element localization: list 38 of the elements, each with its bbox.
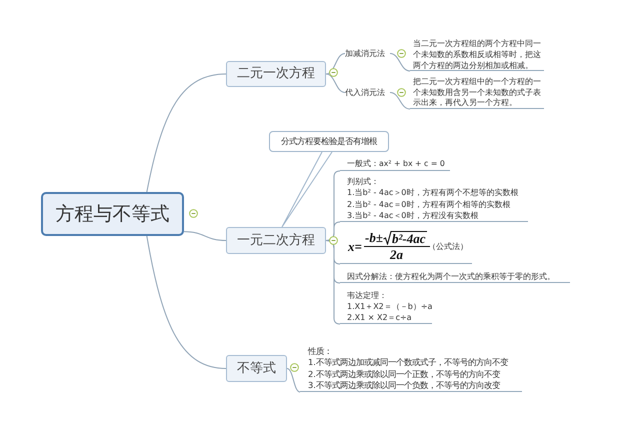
- list-item: 1.X1＋X2＝（－b）÷a: [347, 302, 432, 313]
- branch-line: [326, 240, 340, 324]
- topic-box: 一元二次方程: [226, 227, 326, 254]
- branch-line: [326, 53, 346, 74]
- branch-line: [390, 92, 410, 110]
- branch-line: [146, 236, 226, 369]
- subtopic-block: [340, 231, 472, 264]
- list-item: 1.不等式两边加或减同一个数或式子，不等号的方向不变: [308, 357, 510, 369]
- list-heading: 韦达定理：: [347, 291, 388, 302]
- branch-line: [326, 222, 340, 241]
- topic-label: 因式分解法：使方程化为两个一次式的乘积等于零的形式。: [340, 271, 570, 283]
- branch-line: [390, 53, 410, 72]
- topic-label: 加减消元法: [345, 47, 390, 60]
- subtopic-block: [340, 176, 528, 222]
- subtopic-block: [340, 291, 432, 324]
- list-heading: 性质：: [308, 346, 333, 358]
- list-heading: 判别式：: [347, 176, 380, 188]
- list-item: 1.当b² - 4ac＞0时，方程有两个不想等的实数根: [347, 187, 520, 199]
- topic-label: 当二元一次方程组的两个方程中同一个未知数的系数相反或相等时，把这两个方程的两边分别相加或相减。: [410, 38, 544, 71]
- list-item: 3.不等式两边乘或除以同一个负数，不等号的方向改变: [308, 380, 502, 392]
- subtopic-block: [300, 346, 522, 392]
- list-item: 2.X1 × X2＝c÷a: [347, 312, 413, 324]
- topic-label: 把二元一次方程组中的一个方程的一个未知数用含另一个未知数的式子表示出来，再代入另一个方程。: [410, 77, 544, 109]
- branch-line: [184, 231, 226, 241]
- list-item: 3.当b² - 4ac＜0时，方程没有实数根: [347, 210, 480, 222]
- topic-box: 二元一次方程: [226, 61, 326, 87]
- formula-note: （公式法）: [428, 241, 468, 252]
- list-item: 2.不等式两边乘或除以同一个正数，不等号的方向不变: [308, 368, 502, 380]
- central-topic-box: 方程与不等式: [41, 192, 184, 236]
- callout-box: 分式方程要检验是否有增根: [269, 131, 389, 152]
- branch-line: [326, 74, 346, 93]
- list-item: 2.当b² - 4ac＝0时，方程有两个相等的实数根: [347, 198, 512, 210]
- callout-tail: [282, 152, 332, 228]
- branch-line: [146, 74, 226, 192]
- formula: x= -b± b²-4ac 2a: [346, 231, 430, 263]
- topic-box: 不等式: [226, 355, 287, 382]
- topic-label: 代入消元法: [345, 86, 390, 99]
- branch-line: [286, 368, 300, 392]
